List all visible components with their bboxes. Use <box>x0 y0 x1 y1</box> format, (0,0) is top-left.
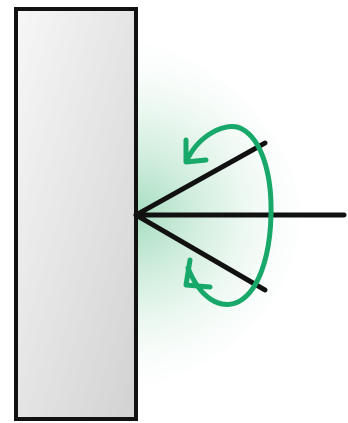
wall-plate <box>16 9 136 419</box>
